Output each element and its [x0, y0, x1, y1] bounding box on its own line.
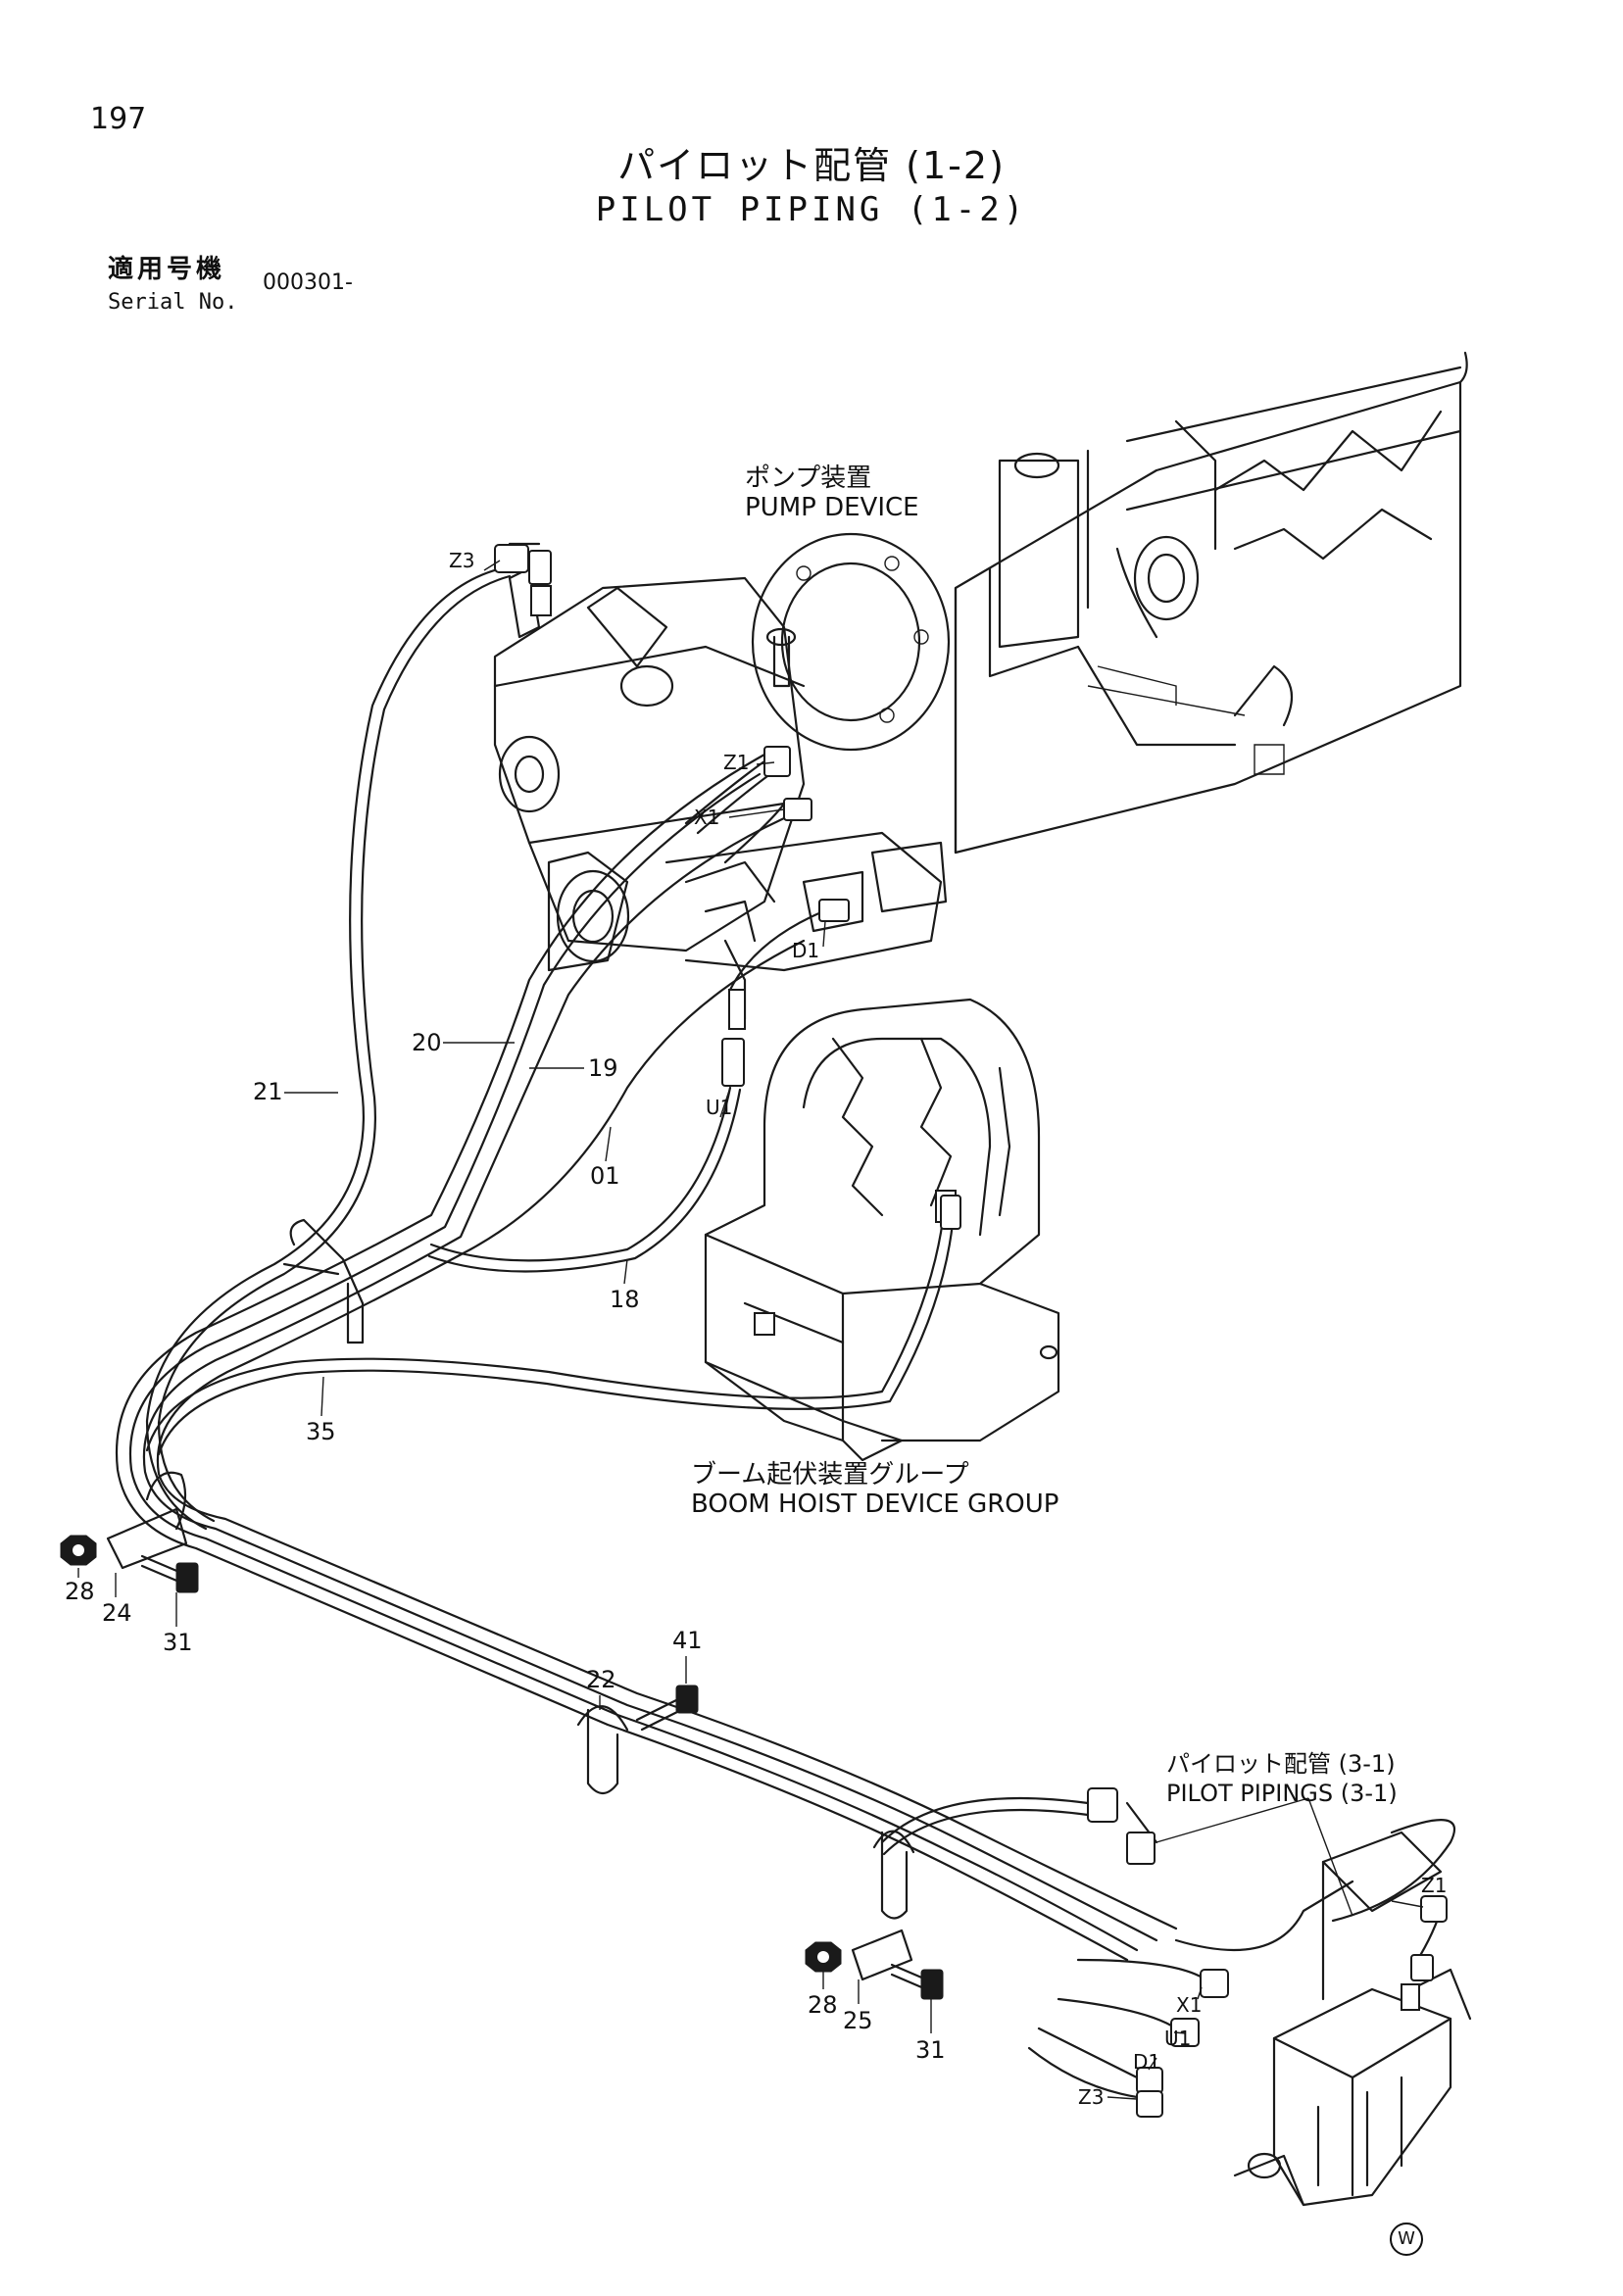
part-callout-01: 01	[590, 1162, 620, 1190]
boom-hoist-label-japanese: ブーム起伏装置グループ	[691, 1460, 969, 1490]
part-callout-25: 25	[843, 2007, 873, 2034]
publisher-mark: W	[1390, 2223, 1423, 2256]
part-callout-35: 35	[306, 1418, 336, 1445]
boom-hoist-label-english: BOOM HOIST DEVICE GROUP	[691, 1490, 1059, 1519]
page-number: 197	[90, 102, 147, 136]
clamps-and-bolts	[60, 1218, 944, 2000]
part-callout-24: 24	[102, 1599, 132, 1627]
pump-device-label-japanese: ポンプ装置	[745, 464, 872, 493]
port-label-d1-top: D1	[792, 939, 820, 962]
page-title-japanese: パイロット配管 (1-2)	[617, 144, 1006, 187]
port-label-x1-bottom: X1	[1176, 1993, 1203, 2017]
pilot-pipings-label-english: PILOT PIPINGS (3-1)	[1166, 1780, 1398, 1807]
part-callout-21: 21	[253, 1078, 283, 1105]
pilot-pipes	[115, 566, 1456, 2099]
part-callout-31-left: 31	[163, 1629, 193, 1656]
part-callout-28-left: 28	[65, 1578, 95, 1605]
pump-device-drawing	[493, 532, 951, 1030]
port-label-z3-top: Z3	[449, 549, 475, 572]
part-callout-18: 18	[610, 1286, 640, 1313]
pilot-pipings-label: パイロット配管 (3-1) PILOT PIPINGS (3-1)	[1166, 1749, 1398, 1808]
part-callout-20: 20	[412, 1029, 442, 1056]
part-callout-19: 19	[588, 1054, 618, 1082]
port-label-u1-top: U1	[706, 1096, 733, 1119]
port-label-x1-top: X1	[694, 806, 720, 829]
part-callout-31-right: 31	[915, 2036, 946, 2064]
pilot-pipings-label-japanese: パイロット配管 (3-1)	[1166, 1750, 1396, 1778]
control-valve-drawing	[1233, 1831, 1472, 2207]
serial-label-japanese: 適用号機	[108, 255, 226, 284]
boom-hoist-label: ブーム起伏装置グループ BOOM HOIST DEVICE GROUP	[691, 1460, 1058, 1519]
machine-frame-drawing	[954, 351, 1468, 855]
serial-label-english: Serial No.	[108, 290, 238, 315]
port-label-z3-bottom: Z3	[1078, 2085, 1105, 2109]
part-callout-41: 41	[672, 1627, 703, 1654]
part-callout-28-right: 28	[808, 1991, 838, 2019]
pump-device-label-english: PUMP DEVICE	[745, 493, 919, 522]
port-label-u1-bottom: U1	[1164, 2027, 1192, 2050]
port-label-d1-bottom: D1	[1133, 2050, 1161, 2074]
page-title-english: PILOT PIPING (1-2)	[595, 190, 1028, 229]
serial-number-value: 000301-	[263, 270, 353, 295]
port-label-z1-bottom: Z1	[1421, 1874, 1448, 1897]
leader-lines	[77, 560, 1424, 2100]
port-label-z1-top: Z1	[723, 751, 750, 774]
pump-device-label: ポンプ装置 PUMP DEVICE	[745, 464, 919, 522]
pipe-fittings	[494, 544, 1448, 2118]
part-callout-22: 22	[586, 1666, 616, 1693]
